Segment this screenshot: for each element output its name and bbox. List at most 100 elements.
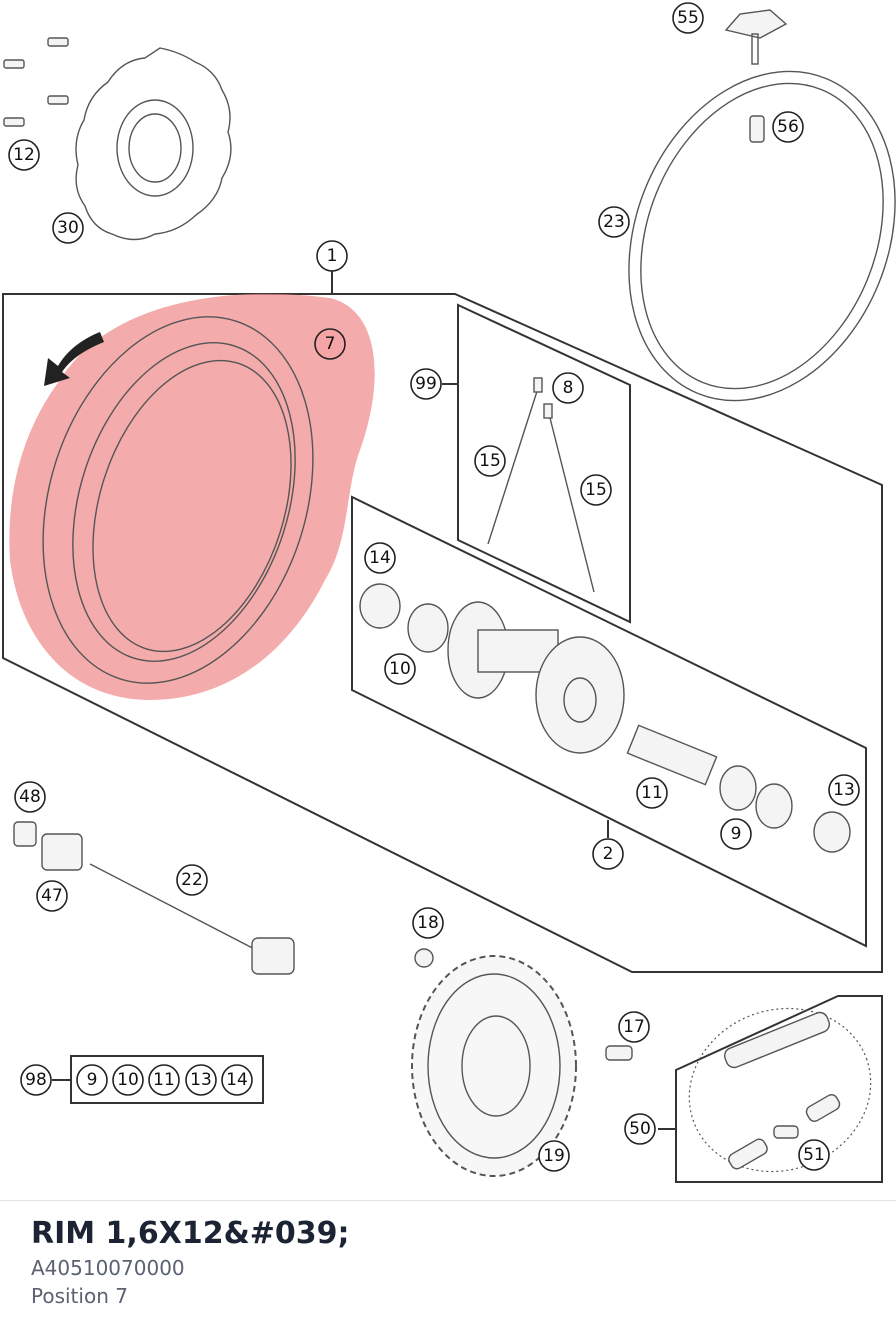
callout-30[interactable]: 30 (52, 212, 84, 244)
rim-lock-part-55 (724, 9, 788, 65)
callout-14-label: 14 (369, 548, 391, 568)
kit-callout-10[interactable]: 10 (112, 1064, 144, 1096)
callout-17[interactable]: 17 (618, 1011, 650, 1043)
callout-22[interactable]: 22 (176, 864, 208, 896)
part-title: RIM 1,6X12&#039; (31, 1216, 350, 1251)
callout-19[interactable]: 19 (538, 1140, 570, 1172)
callout-48[interactable]: 48 (14, 781, 46, 813)
rim-tape-part-23 (628, 70, 896, 402)
callout-7[interactable]: 7 (314, 328, 346, 360)
bearing-9-b (755, 783, 793, 829)
callout-18[interactable]: 18 (412, 907, 444, 939)
callout-2[interactable]: 2 (592, 838, 624, 870)
callout-15-right[interactable]: 15 (580, 474, 612, 506)
kit-callout-11-label: 11 (153, 1070, 175, 1090)
callout-30-label: 30 (57, 218, 79, 238)
callout-98[interactable]: 98 (20, 1064, 52, 1096)
chain-part-50 (688, 1007, 872, 1173)
callout-50[interactable]: 50 (624, 1113, 656, 1145)
part-number: A40510070000 (31, 1256, 185, 1280)
bolt-part-17 (605, 1045, 633, 1061)
hub-frame-2 (351, 495, 867, 948)
callout-48-label: 48 (19, 787, 41, 807)
callout-13-label: 13 (833, 780, 855, 800)
kit-callout-14-label: 14 (226, 1070, 248, 1090)
callout-51[interactable]: 51 (798, 1139, 830, 1171)
rim-tape-outer (628, 70, 896, 402)
exploded-parts-diagram: 55 12 56 30 23 1 7 99 8 15 15 14 10 11 1… (0, 2, 896, 1183)
bolt-2 (3, 59, 25, 69)
rim-part-7-highlight[interactable] (0, 282, 375, 719)
callout-99[interactable]: 99 (410, 368, 442, 400)
chain-loop (688, 1007, 872, 1173)
callout-23[interactable]: 23 (598, 206, 630, 238)
callout-50-label: 50 (629, 1119, 651, 1139)
callout-1[interactable]: 1 (316, 240, 348, 272)
spacer-13 (813, 811, 851, 853)
kit-callout-9-label: 9 (87, 1070, 98, 1090)
spoke-right (547, 409, 595, 593)
spokes-part-15 (487, 377, 595, 593)
kit-callout-11[interactable]: 11 (148, 1064, 180, 1096)
chain-frame-50 (675, 995, 883, 1183)
callout-13[interactable]: 13 (828, 774, 860, 806)
callout-12-label: 12 (13, 145, 35, 165)
rim-lock-body (724, 9, 788, 39)
brake-disc-outline (75, 47, 232, 241)
callout-55-label: 55 (677, 8, 699, 28)
rim-outer-ring (42, 316, 314, 684)
part-info-panel: RIM 1,6X12&#039; A40510070000 Position 7 (31, 1214, 871, 1310)
kit-callout-10-label: 10 (117, 1070, 139, 1090)
assembly-frame-1 (2, 270, 883, 973)
kit-callout-13[interactable]: 13 (185, 1064, 217, 1096)
nipple-part-8 (533, 377, 543, 393)
sprocket-inner (427, 973, 561, 1159)
callout-8[interactable]: 8 (552, 372, 584, 404)
callout-10[interactable]: 10 (384, 653, 416, 685)
callout-9[interactable]: 9 (720, 818, 752, 850)
spoke-left (487, 381, 541, 545)
callout-11[interactable]: 11 (636, 777, 668, 809)
rim-tape-inner (640, 82, 884, 390)
kit-callout-14[interactable]: 14 (221, 1064, 253, 1096)
callout-22-label: 22 (181, 870, 203, 890)
callout-56[interactable]: 56 (772, 111, 804, 143)
callout-12[interactable]: 12 (8, 139, 40, 171)
nut-48 (13, 821, 37, 847)
nut-part-18 (414, 948, 434, 968)
bearing-9-a (719, 765, 757, 811)
callout-55[interactable]: 55 (672, 2, 704, 34)
bearing-10 (407, 603, 449, 653)
bolts-part-12 (3, 37, 69, 127)
brake-disc-hub (116, 99, 194, 197)
bolt-3 (47, 95, 69, 105)
info-divider (0, 1200, 896, 1201)
callout-98-label: 98 (25, 1070, 47, 1090)
spacer-14 (359, 583, 401, 629)
sprocket-outline (411, 955, 577, 1177)
callout-18-label: 18 (417, 913, 439, 933)
chain-segment-top (723, 1011, 831, 1069)
chain-segment-left (728, 1138, 768, 1170)
callout-14[interactable]: 14 (364, 542, 396, 574)
callout-15-left-label: 15 (479, 451, 501, 471)
chain-adjuster-47 (41, 833, 83, 871)
hub-sprocket-carrier (535, 636, 625, 754)
kit-callout-9[interactable]: 9 (76, 1064, 108, 1096)
bearing-part-14-spacer (359, 583, 851, 853)
callout-15-left[interactable]: 15 (474, 445, 506, 477)
sprocket-part-19 (411, 955, 577, 1177)
axle-part-22 (13, 821, 295, 975)
callout-47-label: 47 (41, 886, 63, 906)
brake-disc-part-30 (75, 47, 232, 241)
nipple-2 (543, 403, 553, 419)
callout-47[interactable]: 47 (36, 880, 68, 912)
sprocket-bore (461, 1015, 531, 1117)
axle-shaft (89, 863, 269, 957)
spoke-frame-99 (457, 303, 631, 624)
kit-callout-13-label: 13 (190, 1070, 212, 1090)
part-position: Position 7 (31, 1284, 128, 1308)
brake-disc-bore (128, 113, 182, 183)
callout-23-label: 23 (603, 212, 625, 232)
callout-2-label: 2 (603, 844, 614, 864)
